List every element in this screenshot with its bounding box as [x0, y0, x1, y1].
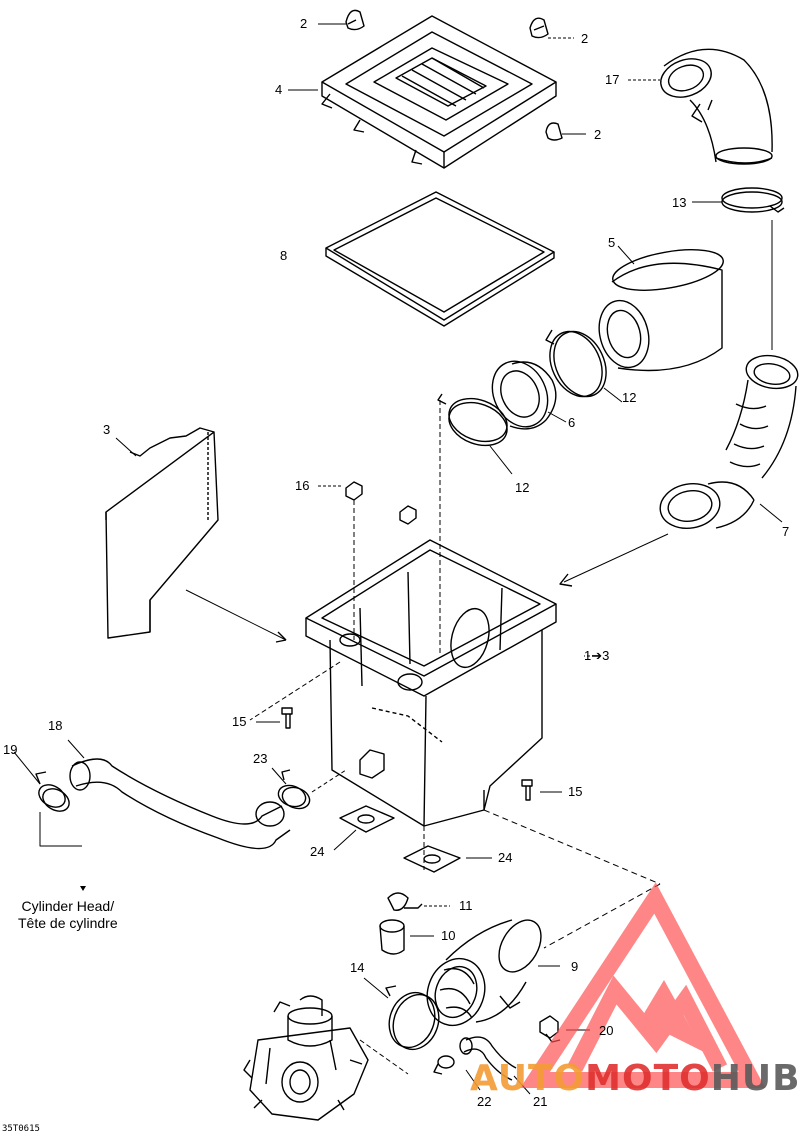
intake-elbow-part-17 [660, 48, 773, 165]
ring-part-11 [387, 892, 423, 911]
cylinder-head-caption: Cylinder Head/ Tête de cylindre [18, 898, 118, 932]
clip-part-2a [345, 9, 365, 31]
callout-2: 2 [581, 31, 589, 46]
logo-m-shape [567, 975, 728, 1072]
callout-22: 22 [477, 1094, 492, 1109]
watermark-word-auto: AUTO [470, 1058, 586, 1099]
callout-15: 15 [568, 784, 583, 799]
callout-24: 24 [498, 850, 513, 865]
caption-line-en: Cylinder Head/ [21, 898, 115, 914]
clamp-part-19 [35, 771, 70, 812]
callout-19: 19 [3, 742, 18, 757]
coupler-part-6 [491, 360, 557, 430]
callout-2: 2 [594, 127, 602, 142]
callout-6: 6 [568, 415, 576, 430]
callout-12: 12 [622, 390, 637, 405]
clamp-part-14 [385, 985, 440, 1051]
callout-9: 9 [571, 959, 579, 974]
heat-shield-part-3 [105, 427, 219, 639]
airbox-cover-part-4 [321, 15, 557, 169]
gasket-part-8 [325, 191, 555, 327]
bolt-part-15a [281, 707, 293, 729]
callout-1-3: 1➔3 [584, 648, 610, 663]
clip-part-2c [545, 122, 563, 141]
callout-23: 23 [253, 751, 268, 766]
callout-15: 15 [232, 714, 247, 729]
callout-18: 18 [48, 718, 63, 733]
caption-line-fr: Tête de cylindre [18, 915, 118, 931]
clamp-part-23 [277, 769, 311, 810]
callout-17: 17 [605, 72, 620, 87]
callout-24: 24 [310, 844, 325, 859]
hose-part-18 [69, 758, 291, 850]
caption-pointer [80, 886, 86, 891]
pad-part-24a [339, 805, 395, 833]
drawing-code: 35T0615 [2, 1124, 40, 1134]
callout-20: 20 [599, 1023, 614, 1038]
intake-boot-part-9 [426, 919, 542, 1027]
callout-8: 8 [280, 248, 288, 263]
cap-part-10 [379, 919, 405, 955]
air-duct-part-7 [659, 354, 799, 529]
watermark-wordmark: AUTOMOTOHUB [470, 1058, 800, 1099]
callout-5: 5 [608, 235, 616, 250]
callout-16: 16 [295, 478, 310, 493]
hose-part-21 [459, 1036, 517, 1081]
logo-inner-wedge [640, 980, 704, 1052]
callout-11: 11 [459, 898, 473, 913]
logo-outer-triangle [520, 882, 766, 1088]
nut-part-16 [345, 481, 417, 525]
watermark-word-hub: HUB [710, 1058, 800, 1099]
callout-7: 7 [782, 524, 790, 539]
callout-4: 4 [275, 82, 283, 97]
bolt-part-15b [521, 779, 533, 801]
watermark-word-moto: MOTO [585, 1058, 711, 1099]
callout-3: 3 [103, 422, 111, 437]
callout-21: 21 [533, 1094, 548, 1109]
clamp-part-12-lower [437, 393, 508, 447]
clamp-part-22 [433, 1055, 455, 1075]
carburetor-assembly [243, 995, 369, 1121]
callout-13: 13 [672, 195, 687, 210]
callout-2: 2 [300, 16, 308, 31]
airbox-body-part-1 [305, 539, 557, 827]
air-filter-part-5 [598, 249, 724, 372]
callout-14: 14 [350, 960, 365, 975]
clip-part-2b [529, 17, 549, 39]
clamp-part-12-upper [545, 329, 607, 398]
callout-12: 12 [515, 480, 530, 495]
callout-10: 10 [441, 928, 456, 943]
